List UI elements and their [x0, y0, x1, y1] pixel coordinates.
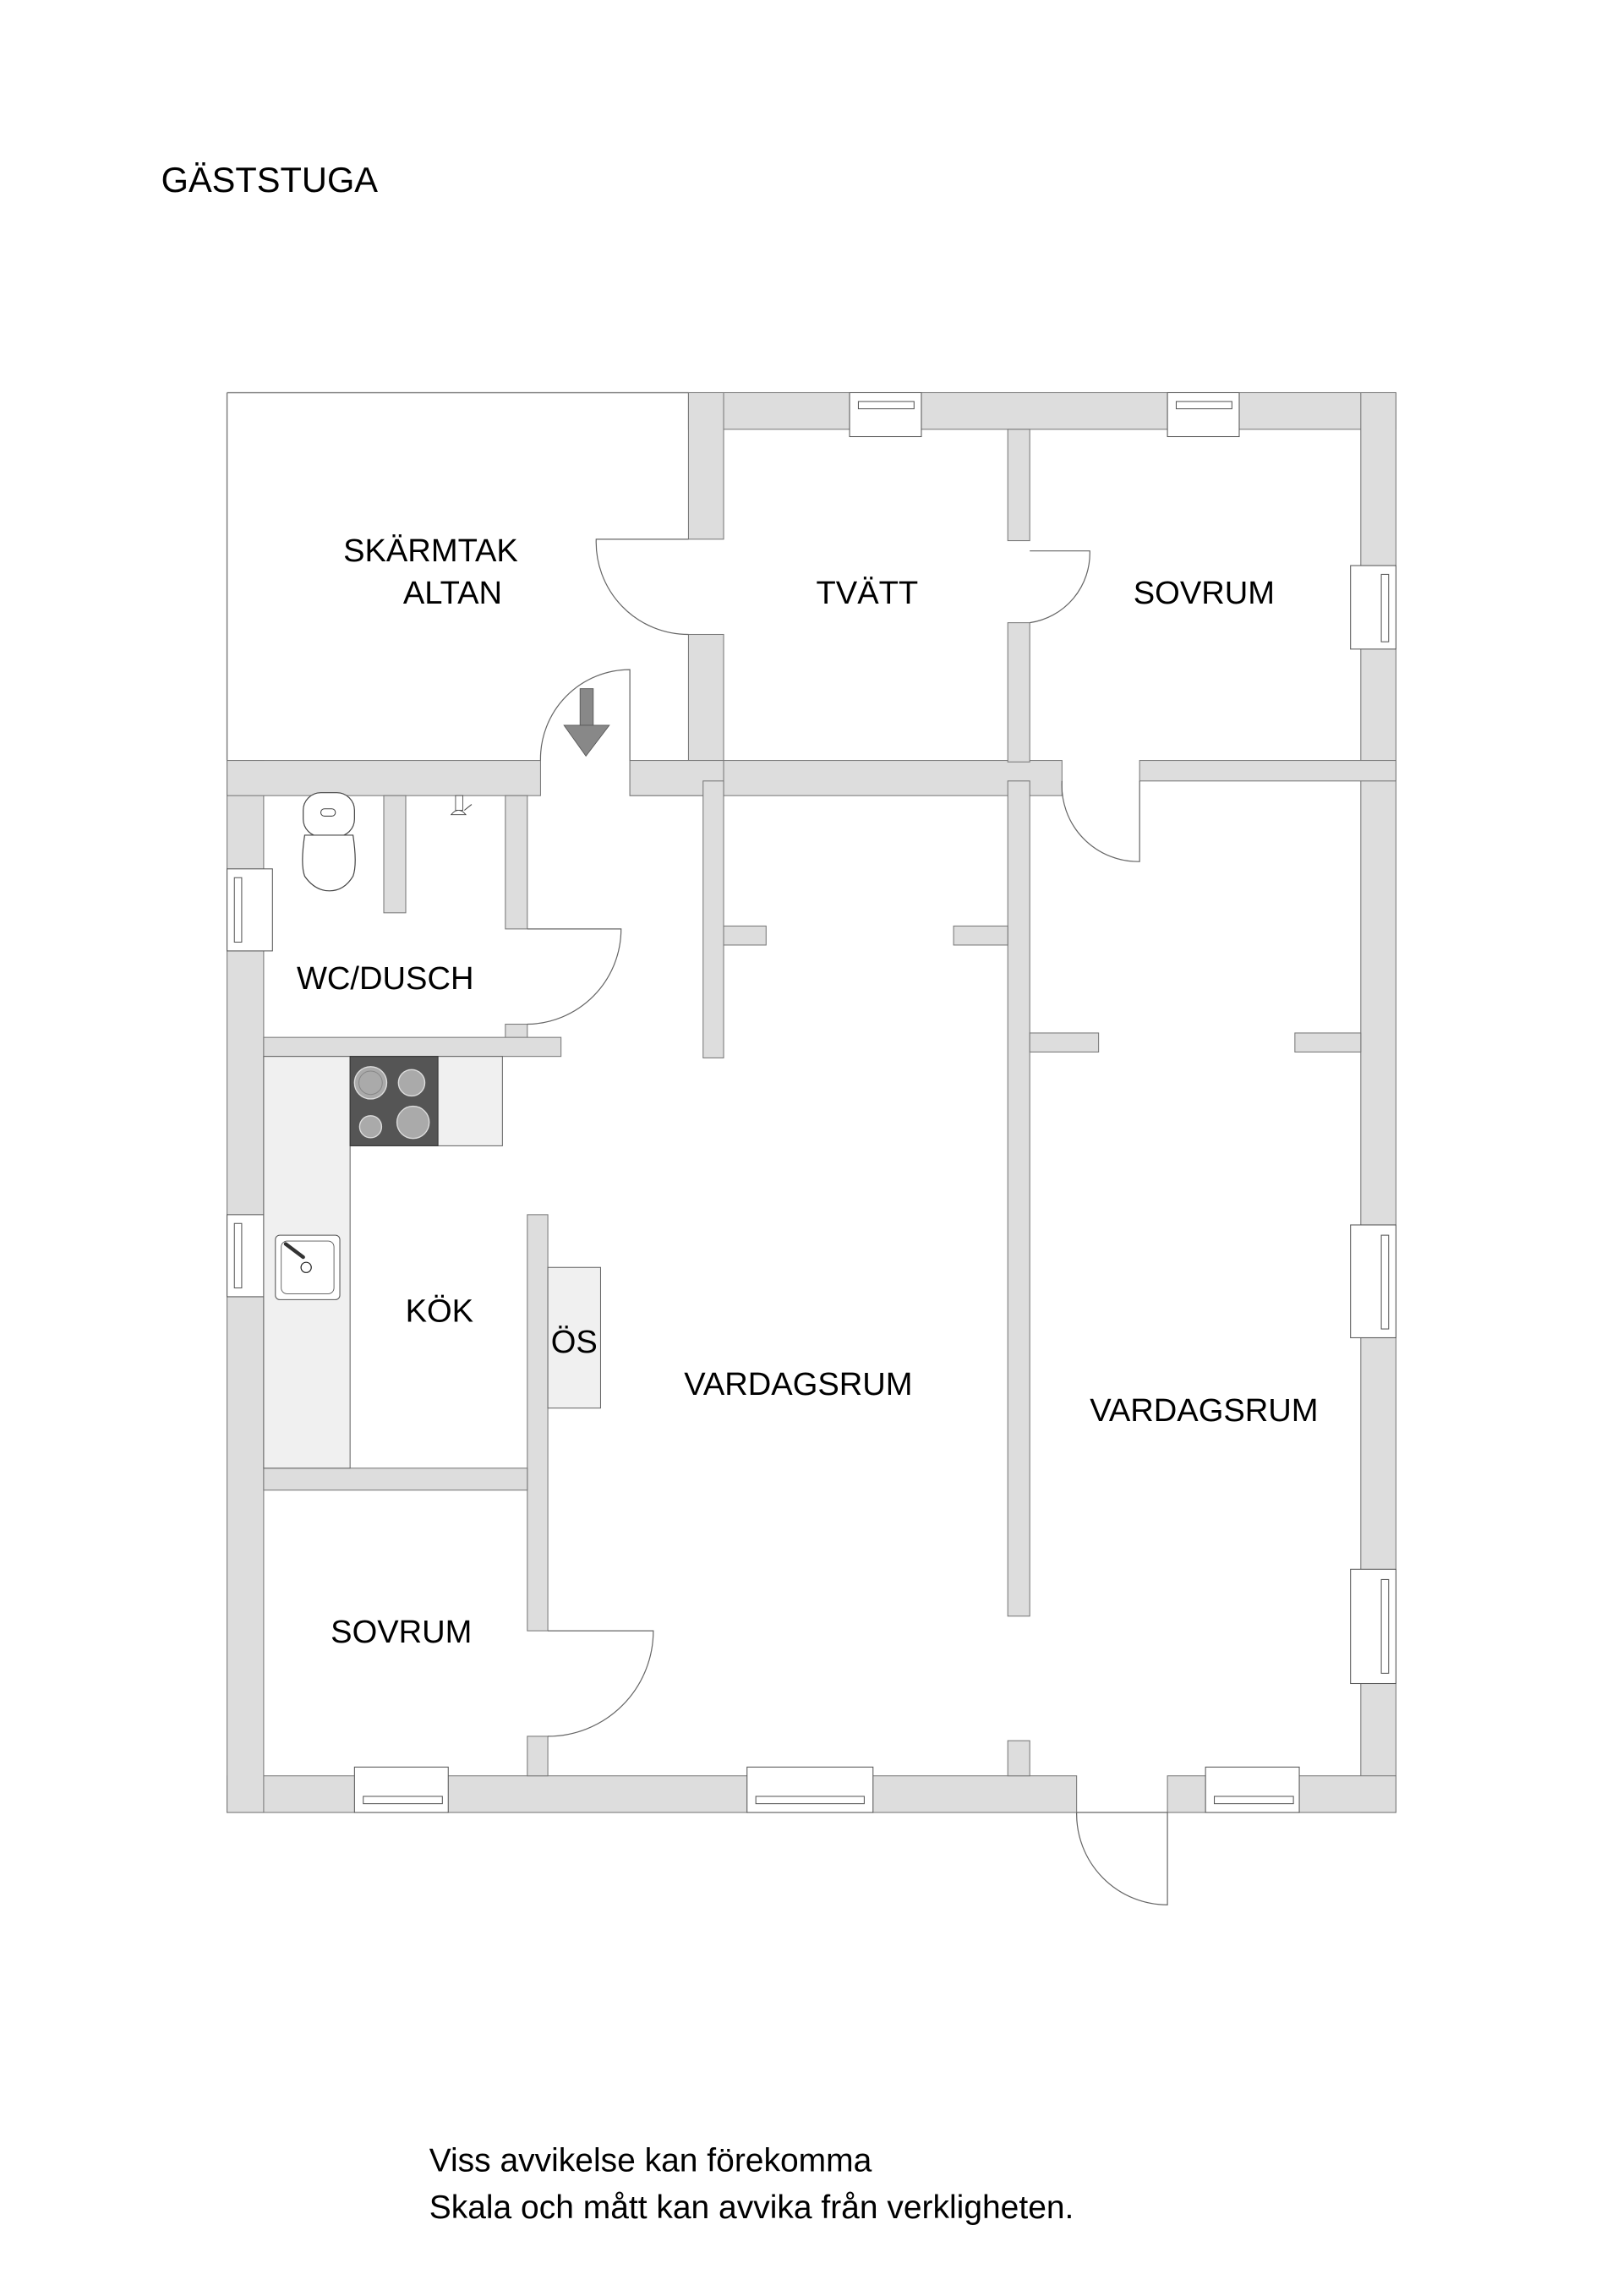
shower-icon — [450, 795, 473, 816]
interior-walls — [227, 429, 1396, 1777]
window-sovrum-bottom — [353, 1766, 449, 1813]
label-wc-dusch: WC/DUSCH — [297, 960, 474, 997]
label-vardagsrum-w: VARDAGSRUM — [684, 1366, 912, 1402]
window-wc — [227, 868, 273, 952]
label-sovrum-sw: SOVRUM — [331, 1614, 472, 1650]
window-vardagsrum-right-2 — [1350, 1568, 1396, 1685]
sink-icon — [275, 1234, 341, 1300]
os-box — [547, 1266, 601, 1409]
window-sovrum-top — [1167, 391, 1240, 438]
windows — [227, 391, 1396, 1813]
plan-title: GÄSTSTUGA — [161, 160, 379, 200]
window-vardagsrum-right-1 — [1350, 1224, 1396, 1338]
label-skarmtak: SKÄRMTAK — [343, 533, 518, 569]
door-tvatt[interactable] — [595, 538, 689, 636]
altan-outline — [226, 391, 689, 761]
disclaimer-line-1: Viss avvikelse kan förekomma — [429, 2143, 872, 2179]
entrance-arrow-icon — [563, 688, 610, 757]
label-sovrum-ne: SOVRUM — [1134, 575, 1275, 611]
door-sovrum-sw[interactable] — [548, 1630, 654, 1737]
label-kok: KÖK — [406, 1293, 473, 1329]
room-labels: SKÄRMTAK ALTAN TVÄTT SOVRUM WC/DUSCH KÖK… — [297, 533, 1319, 1650]
disclaimer-line-2: Skala och mått kan avvika från verklighe… — [429, 2189, 1074, 2226]
door-sovrum-ne[interactable] — [1030, 550, 1090, 624]
window-kok — [227, 1214, 265, 1298]
label-vardagsrum-e: VARDAGSRUM — [1090, 1392, 1318, 1429]
door-entrance[interactable] — [539, 669, 631, 761]
window-vardagsrum-e-bottom — [1205, 1766, 1300, 1813]
toilet-icon — [302, 792, 356, 892]
stove-icon — [349, 1056, 439, 1146]
door-vardagsrum-e[interactable] — [1061, 780, 1140, 862]
door-exterior-bottom[interactable] — [1076, 1812, 1168, 1905]
door-wc[interactable] — [527, 928, 622, 1025]
doors — [527, 538, 1168, 1905]
window-vardagsrum-bottom — [746, 1766, 874, 1813]
label-tvatt: TVÄTT — [817, 575, 919, 611]
label-altan: ALTAN — [403, 575, 502, 611]
window-tvatt — [849, 391, 922, 438]
label-os: ÖS — [551, 1324, 598, 1360]
window-sovrum-right — [1350, 565, 1396, 650]
